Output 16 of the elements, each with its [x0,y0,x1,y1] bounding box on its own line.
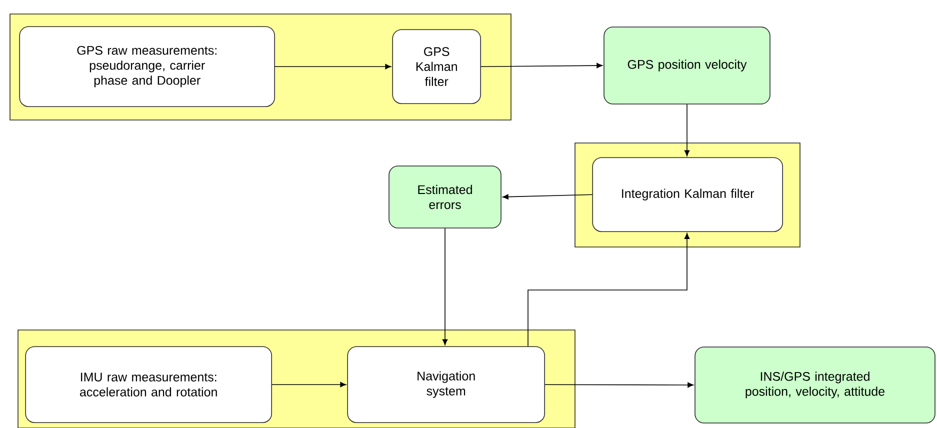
arrow [442,228,448,346]
arrow [502,194,593,200]
output-box: INS/GPS integrated position, velocity, attitude [694,346,936,424]
arrow [272,382,346,388]
process-box: IMU raw measurements: acceleration and rotation [25,346,272,423]
arrow [274,64,392,70]
process-box: Navigation system [347,346,545,423]
arrow [528,233,690,347]
arrow [684,104,690,156]
process-box: GPS Kalman filter [392,29,481,104]
arrow [544,382,694,388]
process-box: GPS raw measurements: pseudorange, carrier phase and Doopler [19,26,275,107]
output-box: Estimated errors [388,166,502,228]
process-box: Integration Kalman filter [592,157,783,232]
arrow [480,62,603,68]
output-box: GPS position velocity [604,26,770,104]
